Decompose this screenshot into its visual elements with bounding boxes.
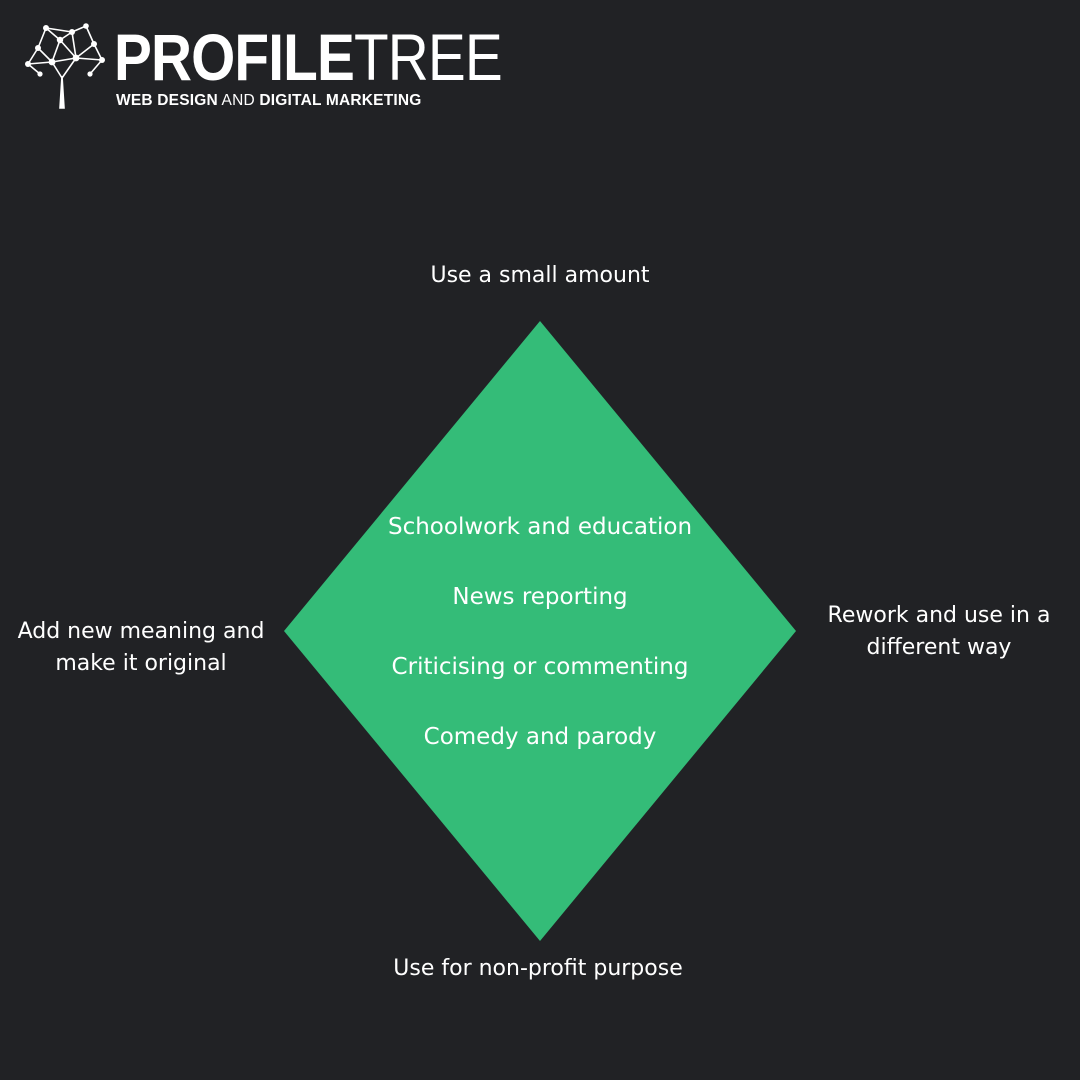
brand-name-part1: PROFILE bbox=[114, 20, 355, 94]
tagline-part1: WEB DESIGN bbox=[116, 92, 218, 109]
center-item: News reporting bbox=[452, 584, 628, 610]
center-item: Criticising or commenting bbox=[391, 654, 689, 680]
profiletree-logo: PROFILETREE WEB DESIGN AND DIGITAL MARKE… bbox=[22, 18, 503, 113]
tagline-part3: DIGITAL MARKETING bbox=[259, 92, 422, 109]
brand-tagline: WEB DESIGN AND DIGITAL MARKETING bbox=[116, 92, 422, 110]
brand-name-part2: TREE bbox=[353, 20, 503, 94]
center-items-list: Schoolwork and education News reporting … bbox=[340, 509, 740, 789]
bottom-label: Use for non-profit purpose bbox=[393, 956, 683, 981]
top-label: Use a small amount bbox=[430, 263, 650, 288]
center-item: Schoolwork and education bbox=[387, 514, 693, 540]
tree-network-icon bbox=[25, 23, 105, 109]
tagline-part2: AND bbox=[217, 92, 260, 109]
right-label: Rework and use in a different way bbox=[827, 603, 1051, 660]
left-label: Add new meaning and make it original bbox=[17, 619, 265, 676]
brand-wordmark: PROFILETREE bbox=[114, 20, 503, 94]
center-item: Comedy and parody bbox=[423, 724, 657, 750]
